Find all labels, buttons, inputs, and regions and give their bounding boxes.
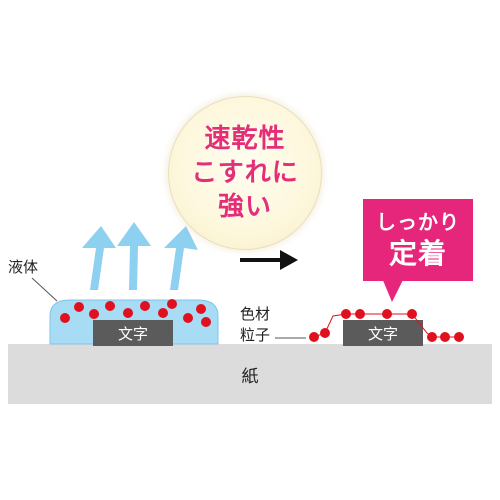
particle (201, 317, 211, 327)
bubble-line-2: こすれに (191, 158, 299, 188)
fixation-callout: しっかり 定着 (363, 199, 473, 281)
fixed-particles (309, 309, 464, 342)
particle (158, 308, 168, 318)
particle (105, 301, 115, 311)
process-arrow (240, 250, 298, 270)
particle (309, 332, 319, 342)
callout-tail (382, 278, 404, 302)
particle (167, 299, 177, 309)
particle (74, 302, 84, 312)
paper-layer: 紙 (8, 344, 492, 404)
particle (427, 332, 437, 342)
paper-label: 紙 (241, 366, 259, 387)
particle (89, 309, 99, 319)
particle (320, 328, 330, 338)
particle (341, 309, 351, 319)
evaporation-arrow-left (82, 226, 116, 290)
colorant-label-line-1: 色材 (240, 305, 271, 323)
liquid-leader-line (31, 277, 58, 302)
particle (183, 313, 193, 323)
particle (196, 304, 206, 314)
particle (60, 313, 70, 323)
text-block-left-label: 文字 (118, 325, 148, 343)
text-block-left (93, 320, 173, 346)
bubble-line-3: 強い (217, 192, 272, 222)
text-block-right-label: 文字 (368, 325, 398, 343)
liquid-particles (60, 299, 211, 327)
quick-dry-bubble: 速乾性 こすれに 強い (168, 96, 322, 250)
evaporation-arrow-right (164, 226, 198, 290)
particle (407, 309, 417, 319)
liquid-label: 液体 (8, 258, 39, 276)
particle (454, 332, 464, 342)
callout-line-1: しっかり (376, 210, 460, 234)
particle (382, 309, 392, 319)
bubble-line-1: 速乾性 (204, 124, 286, 154)
particle (440, 332, 450, 342)
particle (355, 309, 365, 319)
callout-line-2: 定着 (388, 237, 447, 270)
colorant-label-line-2: 粒子 (240, 326, 271, 344)
text-block-right (343, 320, 423, 346)
particle (123, 308, 133, 318)
evaporation-arrow-center (117, 222, 151, 290)
particle (140, 301, 150, 311)
